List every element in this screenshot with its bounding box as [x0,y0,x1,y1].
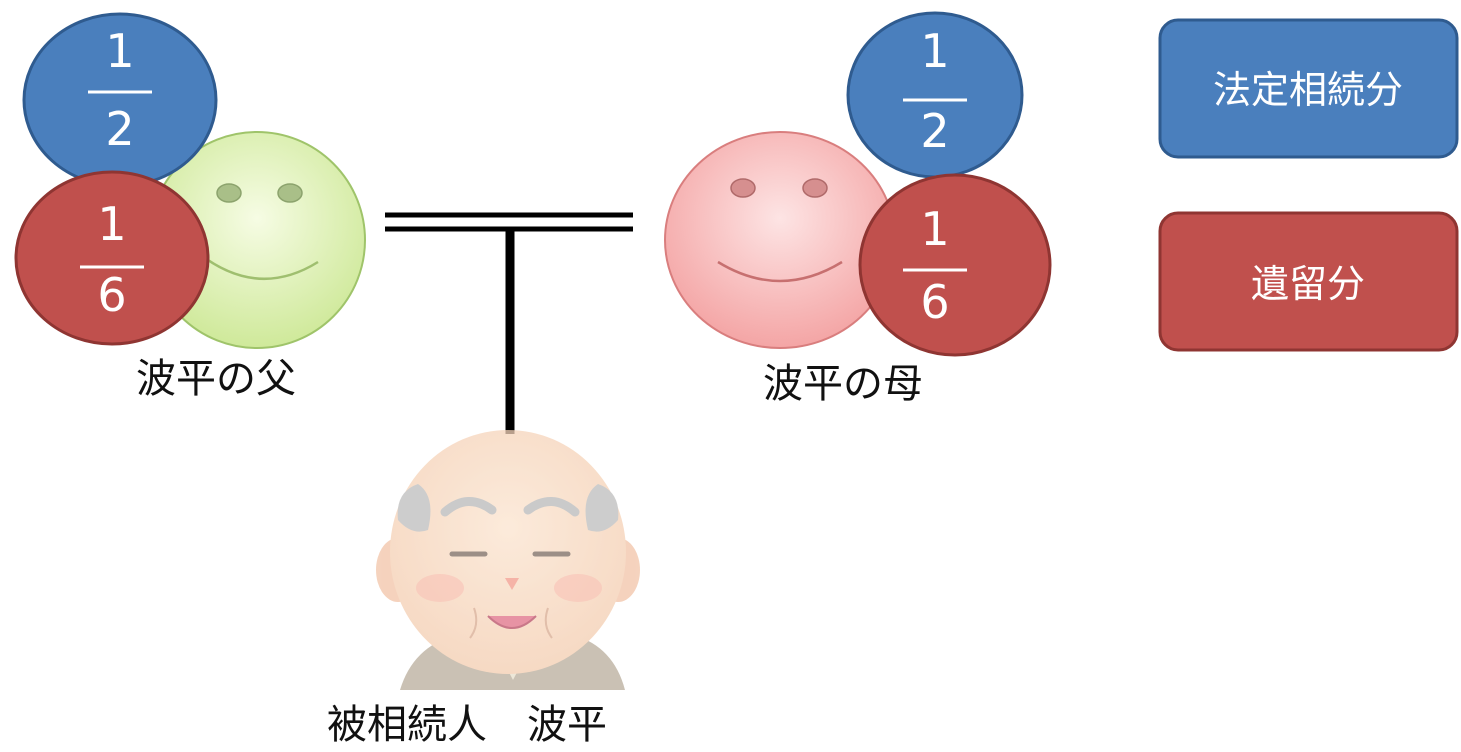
father-reserved-denominator: 6 [97,268,126,322]
elderly-man-icon [376,430,640,690]
marriage-connector [385,212,633,434]
legend: 法定相続分 遺留分 [1158,18,1459,352]
father-legal-numerator: 1 [105,24,134,78]
father-group: 1 2 1 6 波平の父 [14,12,366,402]
mother-legal-numerator: 1 [920,24,949,78]
mother-reserved-numerator: 1 [920,202,949,256]
mother-group: 1 2 1 6 波平の母 [664,11,1052,407]
mother-reserved-denominator: 6 [920,275,949,329]
legend-legal-share-label: 法定相続分 [1213,68,1403,112]
mother-smiley-icon [664,131,896,349]
deceased-group: 被相続人 波平 [327,430,640,748]
legend-reserved-share: 遺留分 [1158,211,1459,352]
father-smiley-icon [148,131,366,349]
deceased-label: 被相続人 波平 [327,702,607,748]
mother-reserved-share-badge: 1 6 [858,173,1052,357]
mother-label: 波平の母 [763,361,923,407]
father-label: 波平の父 [136,356,296,402]
father-legal-denominator: 2 [105,102,134,156]
legend-legal-share: 法定相続分 [1158,18,1459,159]
father-legal-share-badge: 1 2 [22,12,218,188]
father-reserved-share-badge: 1 6 [14,170,210,346]
father-reserved-numerator: 1 [97,197,126,251]
legend-reserved-share-label: 遺留分 [1251,262,1365,306]
mother-legal-share-badge: 1 2 [846,11,1024,179]
mother-legal-denominator: 2 [920,104,949,158]
